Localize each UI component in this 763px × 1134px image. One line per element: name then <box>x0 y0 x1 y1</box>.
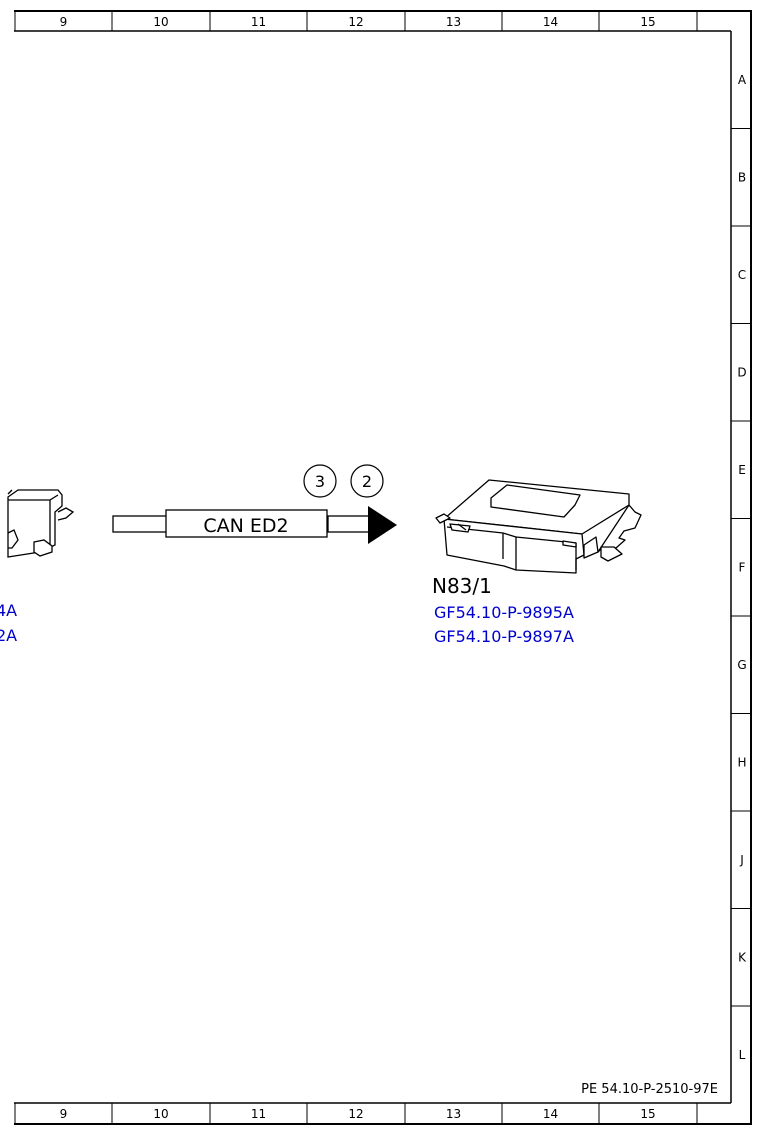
can-bus-line <box>112 509 371 538</box>
top-column-number: 9 <box>60 15 68 29</box>
row-letter: A <box>738 73 747 87</box>
right-ref-link-2[interactable]: GF54.10-P-9897A <box>434 627 574 646</box>
row-letters: A B C D E F G H J K L <box>737 73 747 1062</box>
circle-marker-2: 2 <box>350 464 384 498</box>
bottom-column-number: 10 <box>153 1107 168 1121</box>
top-column-number: 13 <box>446 15 461 29</box>
document-code: PE 54.10-P-2510-97E <box>581 1082 718 1097</box>
bottom-column-number: 13 <box>446 1107 461 1121</box>
row-letter: E <box>738 463 746 477</box>
bottom-column-number: 12 <box>348 1107 363 1121</box>
row-letter: J <box>739 853 744 867</box>
can-bus-label: CAN ED2 <box>203 515 288 537</box>
arrowhead-right-icon <box>368 506 397 544</box>
row-letter: C <box>738 268 746 282</box>
top-column-numbers: 9 10 11 12 13 14 15 <box>60 15 656 29</box>
row-letter: H <box>737 755 746 769</box>
left-ref-link-1[interactable]: 4A <box>0 601 17 620</box>
top-column-number: 12 <box>348 15 363 29</box>
bottom-column-number: 9 <box>60 1107 68 1121</box>
left-control-unit-icon <box>7 489 75 558</box>
row-letter: D <box>737 365 746 379</box>
bottom-column-numbers: 9 10 11 12 13 14 15 <box>60 1107 656 1121</box>
left-ref-link-2[interactable]: 2A <box>0 626 17 645</box>
right-ref-link-1[interactable]: GF54.10-P-9895A <box>434 603 574 622</box>
row-letter: K <box>738 950 747 964</box>
row-letter: F <box>739 560 746 574</box>
top-column-number: 10 <box>153 15 168 29</box>
right-ruler <box>731 128 751 1007</box>
drawing-frame <box>14 10 752 1125</box>
bottom-ruler <box>14 1103 698 1124</box>
row-letter: L <box>739 1048 746 1062</box>
circle-marker-3: 3 <box>303 464 337 498</box>
bottom-column-number: 11 <box>251 1107 266 1121</box>
bottom-column-number: 15 <box>640 1107 655 1121</box>
bottom-column-number: 14 <box>543 1107 558 1121</box>
component-label-n83-1: N83/1 <box>432 574 492 598</box>
top-ruler <box>14 11 698 31</box>
top-column-number: 11 <box>251 15 266 29</box>
right-control-unit-icon <box>435 479 642 574</box>
row-letter: G <box>737 658 746 672</box>
row-letter: B <box>738 170 746 184</box>
circle-marker-3-label: 3 <box>315 472 325 491</box>
top-column-number: 15 <box>640 15 655 29</box>
top-column-number: 14 <box>543 15 558 29</box>
circle-marker-2-label: 2 <box>362 472 372 491</box>
